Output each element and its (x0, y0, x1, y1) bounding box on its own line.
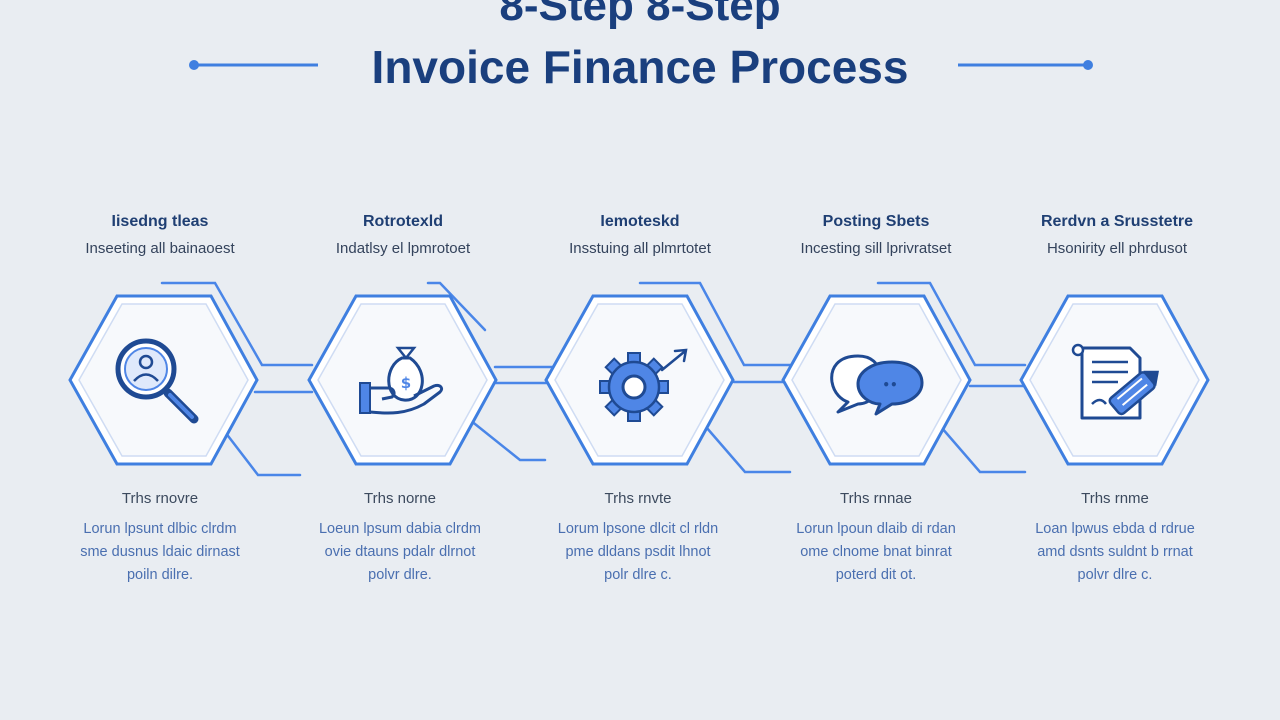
step-2-desc-line: polvr dlre. (368, 567, 432, 583)
page-title-line-1: 8-Step 8-Step (499, 0, 781, 30)
step-1-subheading: Inseeting all bainaoest (85, 240, 235, 257)
step-5-desc-line: amd dsnts suldnt b rrnat (1037, 544, 1193, 560)
chat-bubbles-icon: •• (830, 354, 924, 416)
step-4-heading: Posting Sbets (822, 213, 930, 230)
gear-arrow-icon (599, 348, 688, 422)
svg-text:$: $ (401, 374, 411, 392)
step-3-subheading: Insstuing all plmrtotet (569, 240, 711, 257)
step-5-desc-line: Loan lpwus ebda d rdrue (1035, 521, 1195, 537)
step-5-title: Trhs rnme (1081, 490, 1149, 507)
hand-money-bag-icon: $ (359, 346, 444, 415)
title-right-rule (958, 60, 1093, 70)
step-2-description: Loeun lpsum dabia clrdm ovie dtauns pdal… (300, 518, 500, 587)
step-2-title: Trhs norne (364, 490, 436, 507)
step-3-heading: Iemoteskd (600, 213, 680, 230)
step-4-desc-line: poterd dit ot. (835, 567, 917, 583)
svg-text:••: •• (882, 378, 897, 392)
step-1-description: Lorun lpsunt dlbic clrdm sme dusnus ldai… (60, 518, 260, 587)
step-5-description: Loan lpwus ebda d rdrue amd dsnts suldnt… (1015, 518, 1215, 587)
title-left-rule (189, 60, 318, 70)
step-1-desc-line: poiln dilre. (126, 567, 194, 583)
magnifier-person-icon (115, 338, 199, 424)
step-4-desc-line: ome clnome bnat binrat (800, 544, 952, 560)
step-3-desc-line: Lorum lpsone dlcit cl rldn (557, 521, 719, 537)
step-3-title: Trhs rnvte (604, 490, 672, 507)
step-4-title: Trhs rnnae (840, 490, 912, 507)
step-1-desc-line: sme dusnus ldaic dirnast (80, 544, 240, 560)
step-4-desc-line: Lorun lpoun dlaib di rdan (796, 521, 956, 537)
step-1-desc-line: Lorun lpsunt dlbic clrdm (83, 521, 237, 537)
step-5-subheading: Hsonirity ell phrdusot (1046, 240, 1188, 257)
step-2-subheading: Indatlsy el lpmrotoet (335, 240, 471, 257)
step-5-heading: Rerdvn a Srusstetre (1040, 213, 1194, 230)
connector-lines (160, 281, 1027, 477)
step-1-heading: Iisedng tleas (111, 213, 209, 230)
step-5-desc-line: polvr dlre c. (1077, 567, 1153, 583)
document-signature-icon (1071, 343, 1159, 420)
page-title-line-2: Invoice Finance Process (371, 41, 909, 93)
step-1-title: Trhs rnovre (121, 490, 199, 507)
step-2-desc-line: ovie dtauns pdalr dlrnot (324, 544, 476, 560)
step-3-desc-line: pme dldans psdit lhnot (565, 544, 711, 560)
step-2-desc-line: Loeun lpsum dabia clrdm (318, 521, 481, 537)
step-3-desc-line: polr dlre c. (604, 567, 672, 583)
step-4-description: Lorun lpoun dlaib di rdan ome clnome bna… (776, 518, 976, 587)
step-2-heading: Rotrotexld (363, 213, 443, 230)
step-3-description: Lorum lpsone dlcit cl rldn pme dldans ps… (538, 518, 738, 587)
step-4-subheading: Incesting sill lprivratset (800, 240, 952, 257)
